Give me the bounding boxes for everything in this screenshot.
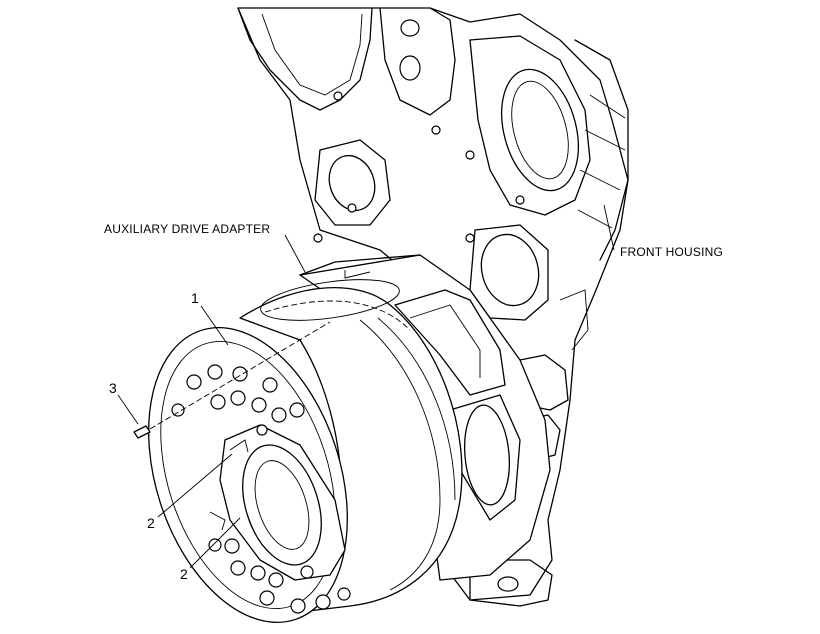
callout-item-2-lower: 2 xyxy=(180,566,188,582)
label-front-housing: FRONT HOUSING xyxy=(620,245,724,259)
dowel-pin xyxy=(133,321,331,439)
callout-item-3: 3 xyxy=(109,380,117,396)
leader-lines xyxy=(117,204,615,569)
drive-adapter-drum xyxy=(148,279,463,623)
callout-item-1: 1 xyxy=(191,290,199,306)
label-auxiliary-drive-adapter: AUXILIARY DRIVE ADAPTER xyxy=(104,222,271,236)
callout-item-2-upper: 2 xyxy=(147,515,155,531)
